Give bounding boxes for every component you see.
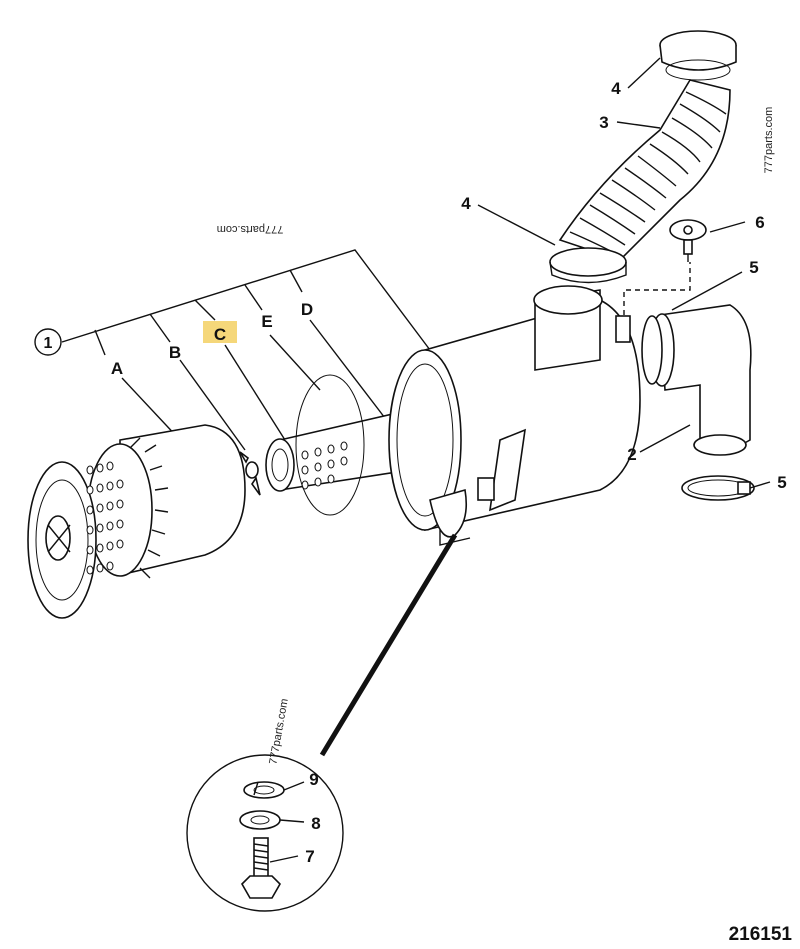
callout-1: 1 [44, 335, 53, 352]
callout-e: E [261, 312, 272, 331]
callout-1-bracket [61, 249, 431, 356]
watermark-right-edge: 777parts.com [763, 107, 775, 174]
leader-b [179, 359, 246, 451]
fastener-detail-bubble [186, 754, 344, 912]
leader-e [269, 334, 321, 391]
restriction-indicator-6 [669, 219, 707, 262]
filter-element-a [27, 424, 246, 619]
leader-9 [283, 781, 305, 791]
callout-d: D [301, 300, 313, 319]
leader-2 [639, 424, 691, 453]
elbow-pipe-2 [649, 304, 752, 456]
callout-7: 7 [305, 847, 314, 866]
leader-5-right [671, 271, 743, 311]
callout-6: 6 [755, 213, 764, 232]
indicator-port [615, 315, 631, 343]
bolt-7 [241, 837, 281, 899]
leader-c [224, 344, 286, 441]
leader-a [121, 377, 181, 441]
callout-3: 3 [599, 113, 608, 132]
callout-5-right: 5 [749, 258, 758, 277]
callout-8: 8 [311, 814, 320, 833]
lock-washer-9 [243, 781, 285, 799]
leader-7 [269, 855, 299, 863]
callout-c: C [214, 325, 226, 344]
callout-b: B [169, 343, 181, 362]
leader-5-ring [749, 481, 771, 489]
callout-4-top: 4 [611, 79, 621, 98]
leader-4-mid [477, 204, 556, 246]
hose-clamp-5-elbow [641, 315, 663, 385]
hose-clamp-4-top [659, 30, 737, 81]
hose-clamp-4-mid [549, 247, 627, 284]
wing-nut-b [239, 451, 261, 496]
callout-a: A [111, 359, 123, 378]
flat-washer-8 [239, 810, 281, 830]
watermark-detail: 777parts.com [267, 698, 290, 766]
callout-c-highlight [203, 321, 237, 343]
air-cleaner-housing [388, 285, 641, 546]
detail-leader [319, 533, 458, 757]
leader-3 [616, 121, 661, 129]
callout-5-ring: 5 [777, 473, 786, 492]
leader-8 [279, 819, 305, 823]
corrugated-hose-3 [558, 79, 731, 261]
callout-2: 2 [627, 445, 636, 464]
callout-9: 9 [309, 770, 318, 789]
hose-clamp-5-ring [681, 475, 755, 501]
watermark-upside-down: 777parts.com [217, 223, 284, 235]
leader-6 [709, 221, 746, 233]
leader-4-top [627, 57, 661, 89]
indicator-dashed-link [623, 262, 691, 315]
callout-1-circle [34, 328, 62, 356]
drawing-number: 216151 [729, 924, 793, 945]
gasket-e [295, 374, 365, 516]
callout-4-mid: 4 [461, 194, 471, 213]
